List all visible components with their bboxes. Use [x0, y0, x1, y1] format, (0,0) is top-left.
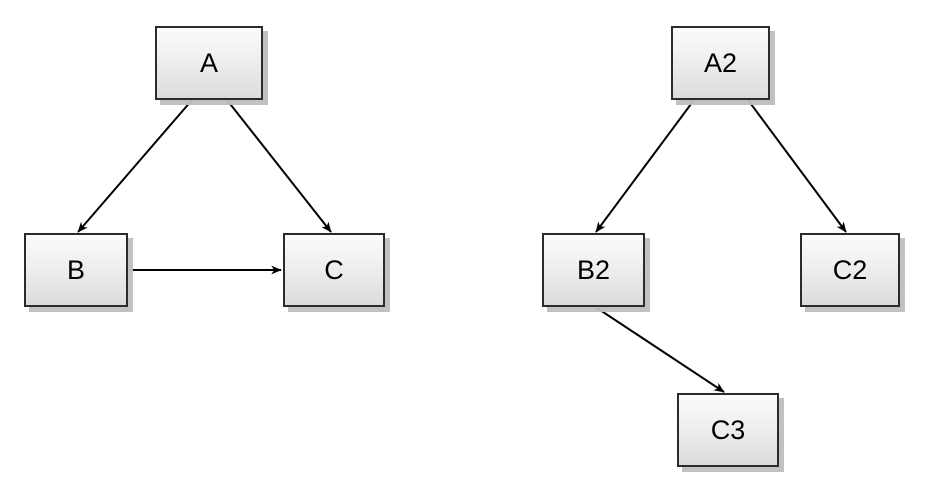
node-c3[interactable]: C3 [677, 393, 779, 467]
edge-a2-to-c2 [747, 99, 847, 233]
node-label: B [66, 254, 85, 285]
node-b2[interactable]: B2 [542, 233, 645, 307]
node-label: A2 [703, 47, 738, 78]
node-a2[interactable]: A2 [671, 26, 770, 100]
node-label: C [324, 254, 344, 285]
node-c2[interactable]: C2 [800, 233, 900, 307]
node-a[interactable]: A [155, 26, 263, 100]
node-label: A [199, 47, 218, 78]
node-label: B2 [576, 254, 611, 285]
edges-group [77, 99, 847, 393]
node-c[interactable]: C [283, 233, 385, 307]
edge-a2-to-b2 [595, 99, 695, 233]
edge-a-to-b [77, 99, 193, 233]
edge-a-to-c [226, 99, 332, 233]
edge-b2-to-c3 [596, 307, 725, 393]
node-label: C3 [710, 414, 746, 445]
node-b[interactable]: B [24, 233, 128, 307]
node-label: C2 [832, 254, 868, 285]
